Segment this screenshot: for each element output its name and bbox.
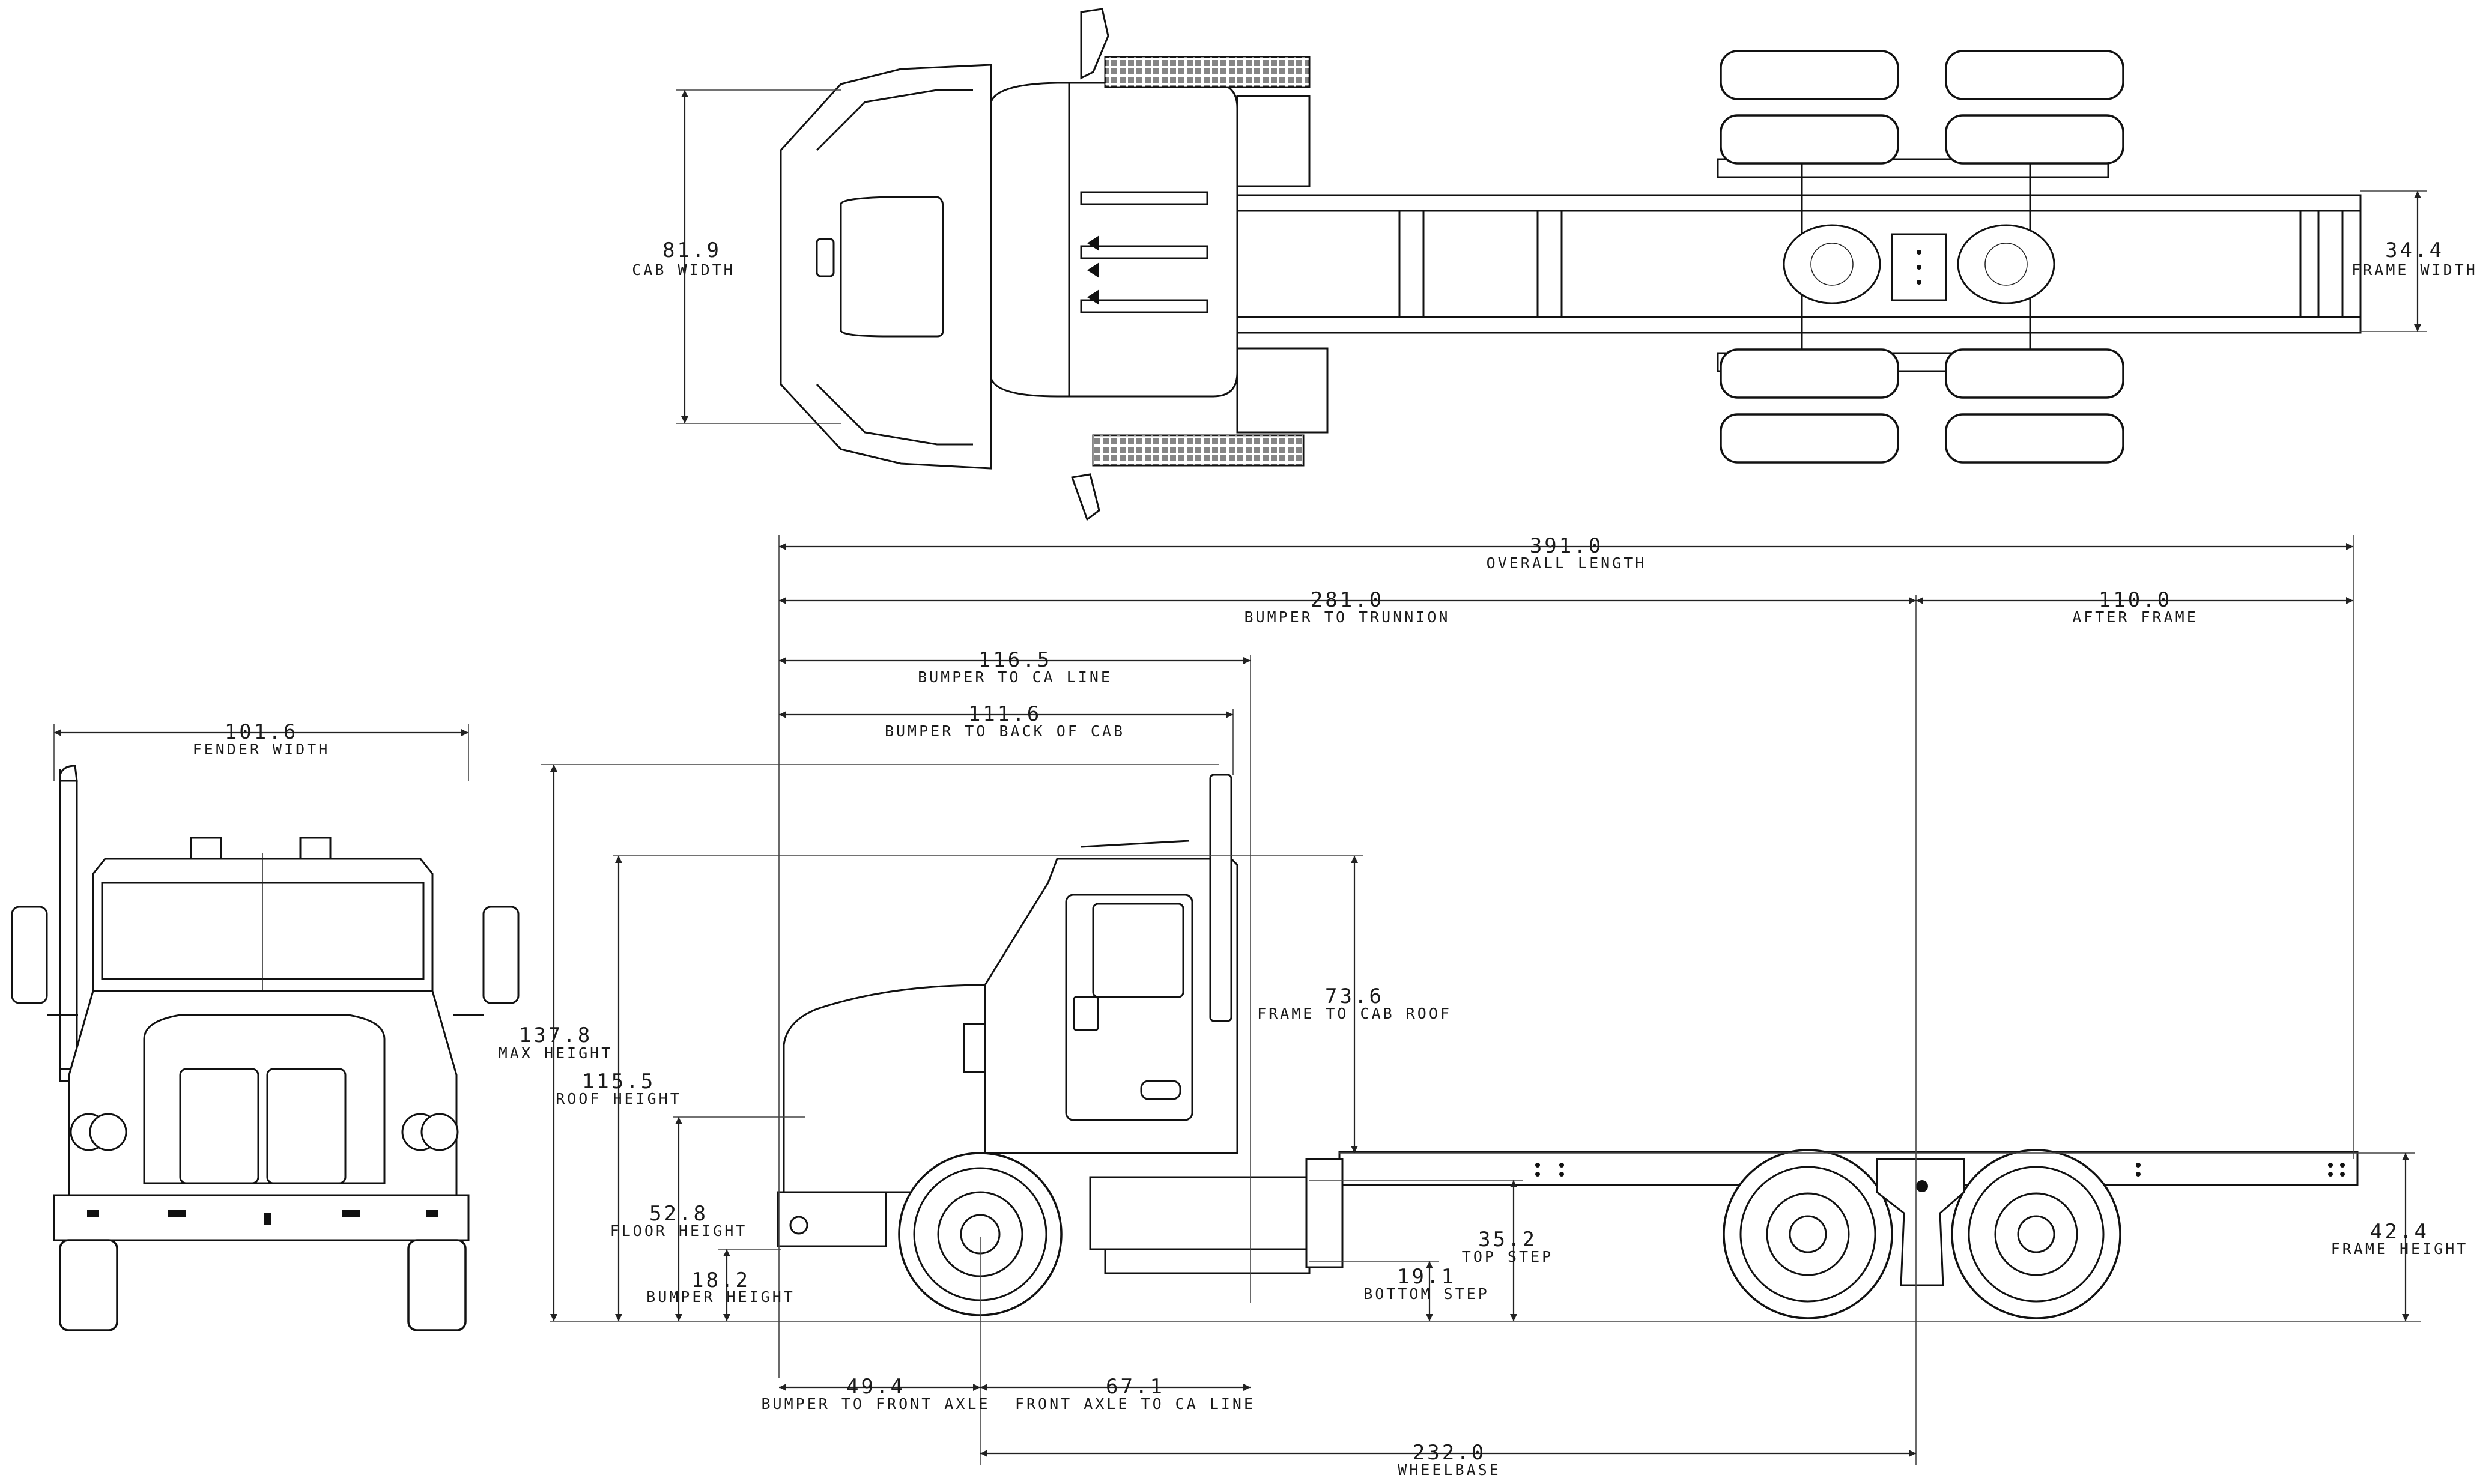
dimension-labels: 81.9 CAB WIDTH 34.4 FRAME WIDTH 391.0 OV… [193, 238, 2478, 1479]
roof-height-value: 115.5 [582, 1070, 655, 1094]
floor-height-value: 52.8 [649, 1202, 708, 1226]
side-exhaust-stack [1209, 774, 1232, 1022]
fender-width-value: 101.6 [225, 720, 298, 744]
fender-width-label: FENDER WIDTH [193, 740, 330, 758]
top-view-cab [780, 8, 1329, 521]
bumper-to-back-of-cab-value: 111.6 [968, 702, 1041, 726]
bumper-to-trunnion-value: 281.0 [1311, 588, 1384, 612]
front-axle-to-ca-line-value: 67.1 [1106, 1375, 1165, 1399]
exhaust-stack [59, 780, 78, 1070]
bumper-to-front-axle-value: 49.4 [846, 1375, 905, 1399]
top-view [780, 8, 2362, 521]
frame-height-value: 42.4 [2370, 1220, 2429, 1244]
side-view [777, 774, 2359, 1319]
frame-width-value: 34.4 [2385, 238, 2444, 262]
after-frame-value: 110.0 [2099, 588, 2172, 612]
floor-height-label: FLOOR HEIGHT [610, 1222, 748, 1240]
top-view-tires [1720, 50, 2124, 464]
crossmembers [1398, 195, 2362, 333]
bumper-to-front-axle-label: BUMPER TO FRONT AXLE [761, 1395, 990, 1413]
dimension-lines [53, 89, 2427, 1465]
bumper-height-label: BUMPER HEIGHT [646, 1288, 795, 1306]
frame-height-label: FRAME HEIGHT [2331, 1240, 2469, 1258]
rear-wheel-rearward [1951, 1149, 2121, 1319]
overall-length-label: OVERALL LENGTH [1487, 554, 1647, 572]
bottom-step-value: 19.1 [1397, 1265, 1456, 1289]
top-frame-rail-lower [1236, 316, 2362, 334]
front-view [11, 765, 520, 1331]
bumper-to-ca-line-value: 116.5 [978, 648, 1052, 672]
front-axle-to-ca-line-label: FRONT AXLE TO CA LINE [1015, 1395, 1255, 1413]
bottom-step-label: BOTTOM STEP [1363, 1285, 1490, 1303]
max-height-label: MAX HEIGHT [499, 1044, 613, 1062]
bumper-to-trunnion-label: BUMPER TO TRUNNION [1245, 608, 1451, 626]
rear-wheel-forward [1723, 1149, 1893, 1319]
frame-width-label: FRAME WIDTH [2351, 261, 2478, 279]
top-frame-rail-upper [1236, 194, 2362, 212]
rear-suspension [1876, 1158, 1965, 1286]
frame-to-cab-roof-value: 73.6 [1325, 984, 1384, 1008]
side-hood [783, 984, 986, 1193]
cab-width-value: 81.9 [662, 238, 721, 262]
front-right-mirror [482, 906, 520, 1004]
overall-length-value: 391.0 [1530, 534, 1603, 558]
wheelbase-label: WHEELBASE [1398, 1461, 1500, 1479]
wheelbase-value: 232.0 [1413, 1441, 1486, 1465]
top-step-value: 35.2 [1478, 1228, 1537, 1252]
bumper-to-ca-line-label: BUMPER TO CA LINE [918, 668, 1112, 686]
bumper-to-back-of-cab-label: BUMPER TO BACK OF CAB [885, 722, 1125, 740]
front-bumper [53, 1194, 470, 1241]
roof-height-label: ROOF HEIGHT [556, 1090, 682, 1107]
frame-to-cab-roof-label: FRAME TO CAB ROOF [1257, 1005, 1452, 1022]
fuel-tank [1089, 1176, 1308, 1250]
after-frame-label: AFTER FRAME [2072, 608, 2198, 626]
front-left-mirror [11, 906, 48, 1004]
bumper-height-value: 18.2 [691, 1268, 750, 1292]
top-step-label: TOP STEP [1462, 1248, 1553, 1265]
cab-width-label: CAB WIDTH [632, 261, 735, 279]
max-height-value: 137.8 [519, 1023, 592, 1047]
